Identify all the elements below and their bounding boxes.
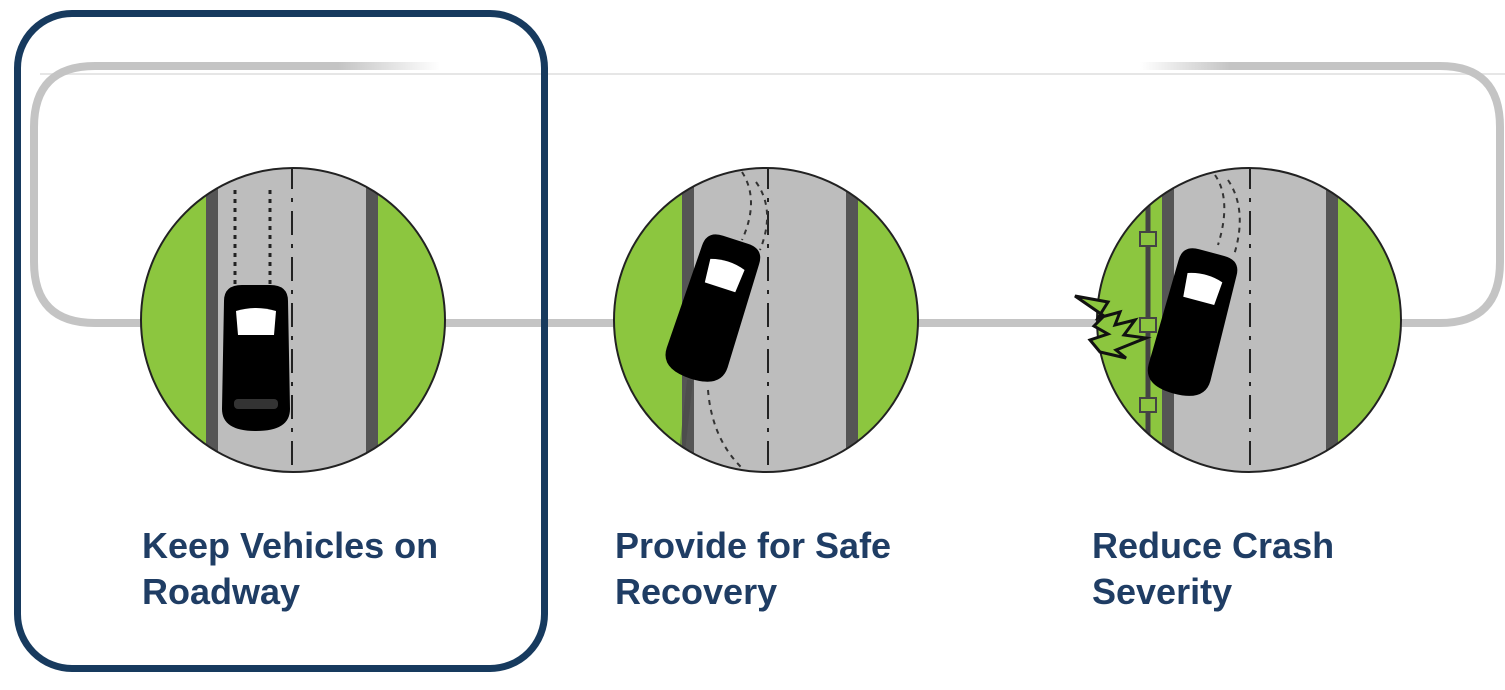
car-hitting-barrier-icon: [1075, 160, 1416, 490]
step-label-reduce-crash-severity: Reduce Crash Severity: [1092, 523, 1334, 615]
step-label-line: Reduce Crash: [1092, 523, 1334, 569]
step-label-line: Severity: [1092, 569, 1334, 615]
step-label-provide-for-safe-recovery: Provide for Safe Recovery: [615, 523, 891, 615]
step-label-line: Recovery: [615, 569, 891, 615]
highlight-box: [14, 10, 548, 672]
step-label-line: Provide for Safe: [615, 523, 891, 569]
car-recovering-icon: [603, 160, 933, 490]
